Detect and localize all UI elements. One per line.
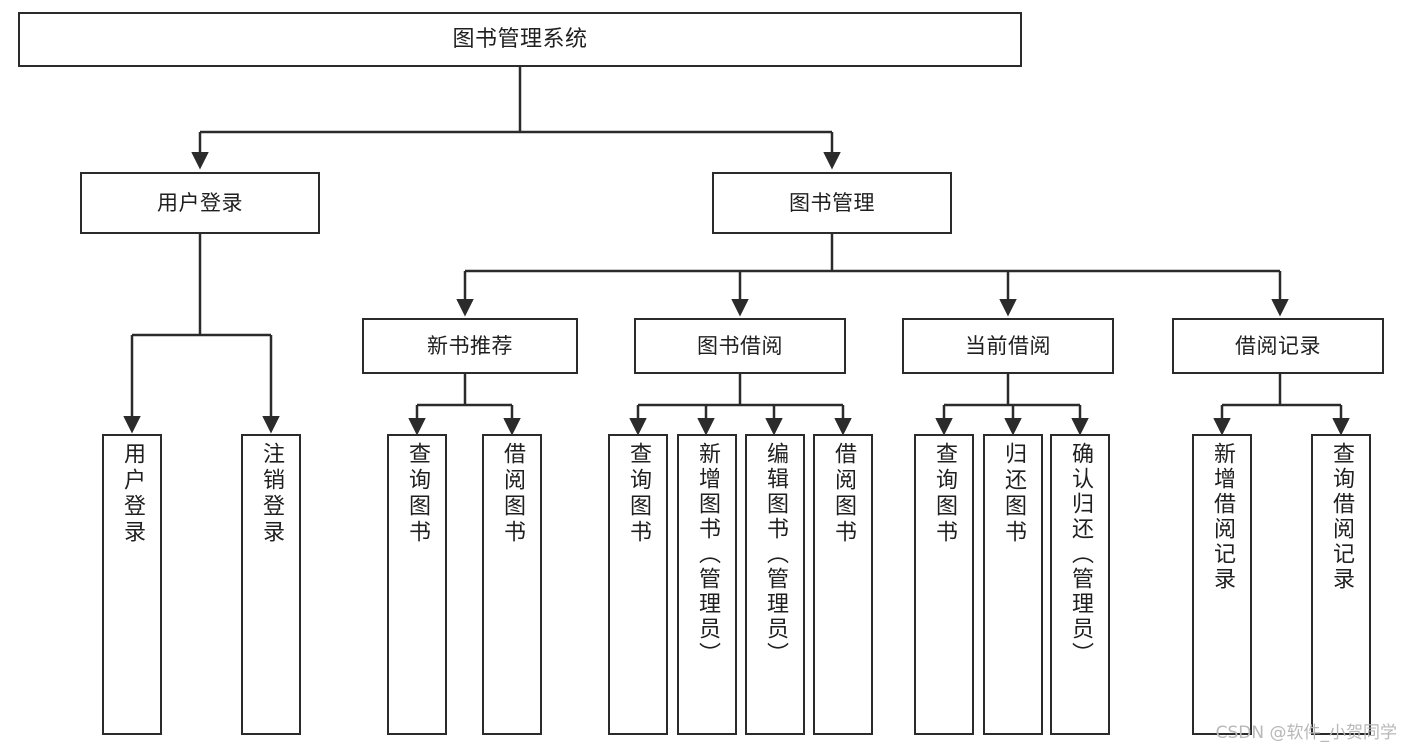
leaf-book-borrow-query-book[interactable]: 查询图书 [608, 434, 668, 735]
leaf-book-borrow-add-book-admin[interactable]: 新增图书（管理员） [677, 434, 737, 735]
node-label: 当前借阅 [965, 333, 1051, 358]
leaf-borrow-record-query-record[interactable]: 查询借阅记录 [1311, 434, 1371, 735]
node-book-management[interactable]: 图书管理 [712, 172, 952, 234]
leaf-current-borrow-confirm-return-admin[interactable]: 确认归还（管理员） [1050, 434, 1110, 735]
node-label: 新书推荐 [427, 333, 513, 358]
node-label: 用户登录 [157, 190, 243, 215]
node-label: 归还图书 [1001, 442, 1026, 546]
node-label: 借阅图书 [500, 442, 525, 546]
leaf-book-borrow-borrow-book[interactable]: 借阅图书 [813, 434, 873, 735]
node-borrow-record[interactable]: 借阅记录 [1172, 318, 1384, 374]
leaf-new-book-borrow-book[interactable]: 借阅图书 [482, 434, 542, 735]
node-label: 图书管理 [789, 190, 875, 215]
leaf-user-login-signin[interactable]: 用户登录 [102, 434, 162, 735]
node-label: 查询图书 [405, 442, 430, 546]
node-label: 查询图书 [932, 442, 957, 546]
node-label: 用户登录 [120, 442, 145, 546]
node-user-login[interactable]: 用户登录 [80, 172, 320, 234]
leaf-book-borrow-edit-book-admin[interactable]: 编辑图书（管理员） [745, 434, 805, 735]
node-book-borrow[interactable]: 图书借阅 [634, 318, 846, 374]
node-label: 借阅记录 [1235, 333, 1321, 358]
leaf-current-borrow-query-book[interactable]: 查询图书 [914, 434, 974, 735]
watermark-text: CSDN @软件_小贺同学 [1215, 723, 1397, 743]
node-root-book-management-system[interactable]: 图书管理系统 [18, 12, 1022, 67]
leaf-current-borrow-return-book[interactable]: 归还图书 [983, 434, 1043, 735]
node-label: 确认归还（管理员） [1068, 442, 1093, 667]
leaf-borrow-record-add-record[interactable]: 新增借阅记录 [1192, 434, 1252, 735]
node-label: 新增借阅记录 [1210, 442, 1235, 592]
node-new-book-recommend[interactable]: 新书推荐 [362, 318, 578, 374]
node-label: 新增图书（管理员） [695, 442, 720, 667]
node-label: 图书借阅 [697, 333, 783, 358]
node-label: 编辑图书（管理员） [763, 442, 788, 667]
node-label: 图书管理系统 [452, 26, 588, 52]
node-label: 借阅图书 [831, 442, 856, 546]
node-label: 查询图书 [626, 442, 651, 546]
node-current-borrow[interactable]: 当前借阅 [902, 318, 1114, 374]
leaf-user-login-signout[interactable]: 注销登录 [241, 434, 301, 735]
node-label: 查询借阅记录 [1329, 442, 1354, 592]
node-label: 注销登录 [259, 442, 284, 546]
leaf-new-book-query-book[interactable]: 查询图书 [387, 434, 447, 735]
